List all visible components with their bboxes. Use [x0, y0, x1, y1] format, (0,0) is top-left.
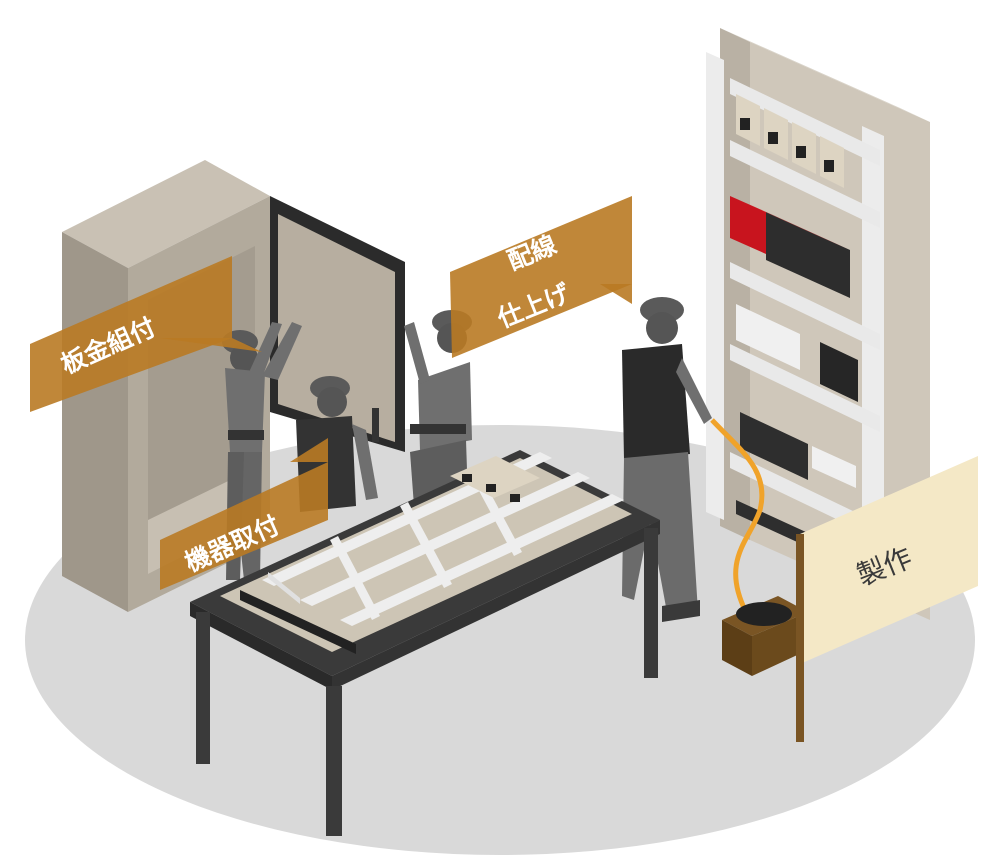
orange-cable — [710, 418, 765, 614]
tag-wiring: 配線 仕上げ — [450, 196, 632, 358]
cable-reel — [722, 596, 808, 676]
enclosure-cabinet — [62, 160, 405, 612]
sign-manufacturing: 製作 — [796, 456, 978, 742]
work-table — [190, 450, 660, 836]
finished-panel-rack — [706, 28, 930, 620]
worker-manufacturing — [622, 297, 712, 622]
